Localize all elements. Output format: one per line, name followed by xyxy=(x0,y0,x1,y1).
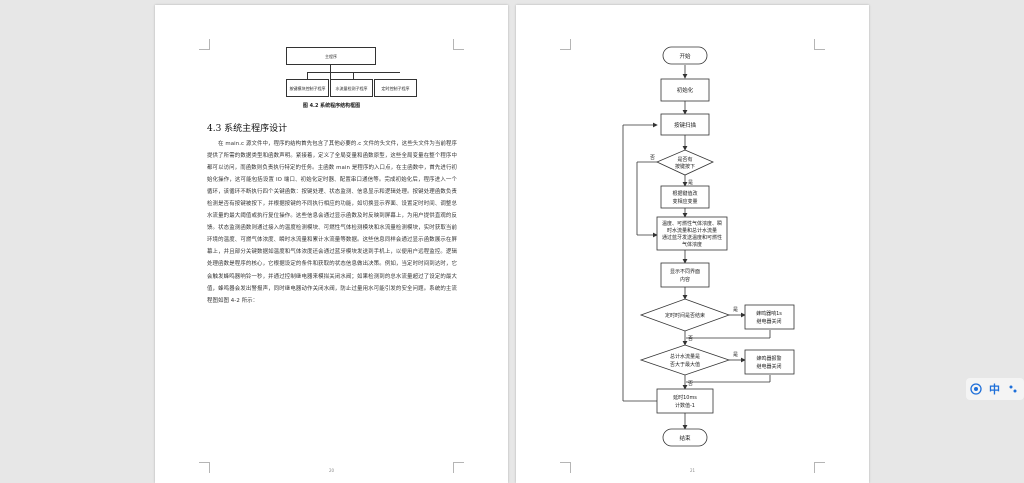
flowchart-init-label: 初始化 xyxy=(677,86,694,94)
flowchart-start-node xyxy=(662,46,708,65)
structure-chart-child-label: 按键模块控制子程序 xyxy=(289,85,326,91)
crop-mark xyxy=(453,462,464,473)
flowchart-sensors-line4: 气体浓度 xyxy=(682,241,702,248)
section-title: 4.3 系统主程序设计 xyxy=(207,124,288,134)
flowchart-timer-action-line2: 继电器关闭 xyxy=(756,318,781,325)
crop-mark xyxy=(199,39,210,50)
connector xyxy=(330,72,331,79)
main-flowchart: 开始 初始化 按键扫描 是否有 按键按下 否 是 根据键值改 变相应变量 温度、… xyxy=(622,46,795,447)
flowchart-display-node xyxy=(660,262,710,288)
structure-chart-child-label: 定时控制子程序 xyxy=(381,85,410,91)
flowchart-decision-flow xyxy=(639,344,731,376)
flowchart-decision-key-line1: 是否有 xyxy=(677,156,692,163)
flowchart-timer-action-node xyxy=(744,304,795,330)
flowchart-start-label: 开始 xyxy=(679,52,691,60)
flowchart-yes-label: 是 xyxy=(733,307,738,313)
input-language-toggle[interactable]: 中 xyxy=(989,383,1000,396)
document-page-right: 开始 初始化 按键扫描 是否有 按键按下 否 是 根据键值改 变相应变量 温度、… xyxy=(516,5,869,483)
dots-icon[interactable] xyxy=(1006,382,1020,396)
translate-icon[interactable] xyxy=(969,382,983,396)
flowchart-sensors-line1: 温度、可燃性气体浓度、瞬 xyxy=(662,220,722,227)
flowchart-delay-line1: 延时10ms xyxy=(673,394,697,401)
flowchart-decision-flow-line1: 总计水流量是 xyxy=(670,353,700,360)
connector xyxy=(307,72,308,79)
connector xyxy=(353,72,354,79)
floating-toolbar: 中 xyxy=(966,378,1024,400)
flowchart-key-handle-line2: 变相应变量 xyxy=(672,198,697,205)
flowchart-decision-timer xyxy=(639,298,731,332)
flowchart-sensors-node xyxy=(656,216,728,251)
flowchart-display-line1: 显示不同界面 xyxy=(670,269,700,275)
flowchart-end-label: 结束 xyxy=(679,434,691,442)
flowchart-timer-action-line1: 蜂鸣器响1s xyxy=(756,310,782,317)
structure-chart-child: 定时控制子程序 xyxy=(374,79,417,97)
figure-caption: 图 4.2 系统程序结构框图 xyxy=(302,103,361,109)
page-number: 21 xyxy=(689,468,696,473)
crop-mark xyxy=(453,39,464,50)
connector xyxy=(330,64,331,72)
flowchart-flow-action-line2: 继电器关闭 xyxy=(756,363,781,370)
page-number: 20 xyxy=(328,468,335,473)
flowchart-end-node xyxy=(662,428,708,447)
flowchart-decision-timer-label: 定时时间是否结束 xyxy=(665,312,705,319)
body-paragraph: 在 main.c 源文件中，程序的结构首先包含了其他必要的.c 文件的头文件，这… xyxy=(207,141,457,304)
structure-chart-child-label: 水流量检测子程序 xyxy=(335,85,368,91)
flowchart-delay-node xyxy=(656,388,714,414)
crop-mark xyxy=(814,462,825,473)
flowchart-decision-key xyxy=(656,149,714,176)
crop-mark xyxy=(560,39,571,50)
flowchart-sensors-line3: 通过蓝牙发送温度和可燃性 xyxy=(662,234,722,241)
flowchart-delay-line2: 计数值-1 xyxy=(675,402,695,409)
flowchart-no-label: 否 xyxy=(688,381,693,387)
flowchart-decision-key-line2: 按键按下 xyxy=(675,163,695,170)
crop-mark xyxy=(814,39,825,50)
flowchart-key-handle-line1: 根据键值改 xyxy=(672,190,697,197)
flowchart-decision-flow-line2: 否大于最大值 xyxy=(670,361,700,368)
flowchart-display-line2: 内容 xyxy=(680,276,690,283)
flowchart-key-scan-node xyxy=(660,113,710,136)
structure-chart-child: 水流量检测子程序 xyxy=(330,79,373,97)
flowchart-init-node xyxy=(660,78,710,102)
flowchart-yes-label: 是 xyxy=(688,180,693,186)
flowchart-sensors-line2: 时水流量和总计水流量 xyxy=(667,227,717,234)
structure-chart-root: 主程序 xyxy=(286,47,376,65)
document-page-left: 主程序 按键模块控制子程序 水流量检测子程序 定时控制子程序 图 4.2 系统程… xyxy=(155,5,508,483)
flowchart-no-label: 否 xyxy=(688,336,693,342)
flowchart-key-scan-label: 按键扫描 xyxy=(674,121,697,129)
crop-mark xyxy=(560,462,571,473)
flowchart-yes-label: 是 xyxy=(733,352,738,358)
flowchart-no-label: 否 xyxy=(650,155,655,161)
flowchart-flow-action-node xyxy=(744,349,795,375)
flowchart-key-handle-node xyxy=(660,185,710,209)
crop-mark xyxy=(199,462,210,473)
flowchart-flow-action-line1: 蜂鸣器报警 xyxy=(756,355,781,362)
structure-chart-child: 按键模块控制子程序 xyxy=(286,79,329,97)
